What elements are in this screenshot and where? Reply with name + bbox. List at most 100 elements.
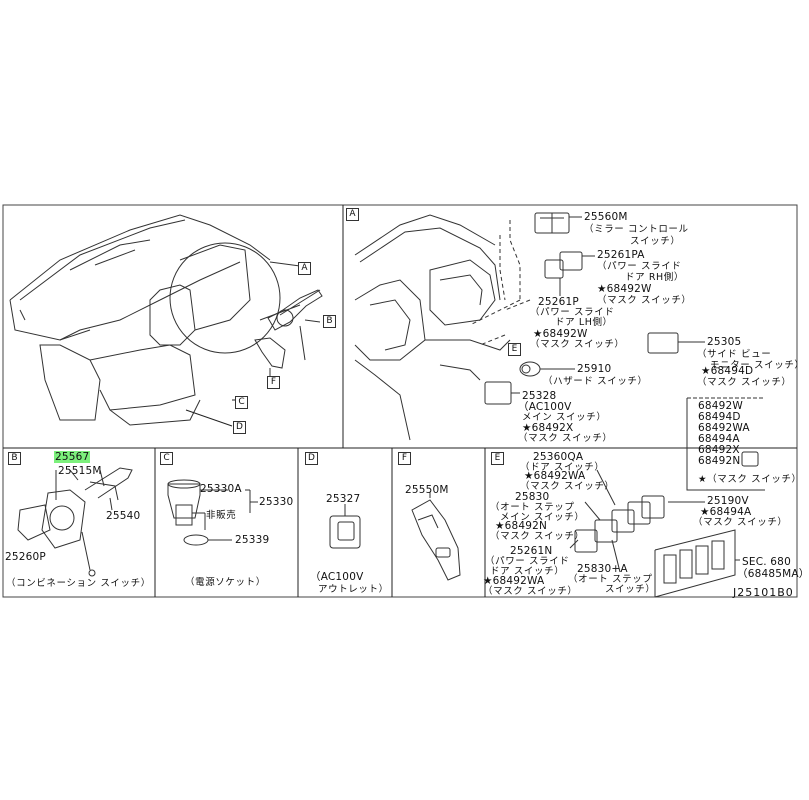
switch-25328	[484, 381, 512, 405]
switch-25560m	[534, 212, 570, 234]
part-caption: （マスク スイッチ）	[693, 517, 788, 528]
part-caption: ドア スイッチ）	[490, 566, 565, 577]
part-caption: （ドア スイッチ）	[520, 462, 605, 473]
part-25830a[interactable]: 25830+A	[577, 563, 628, 575]
part-caption: （マスク スイッチ）	[483, 586, 578, 597]
section-c-caption: （電源ソケット）	[185, 577, 266, 588]
part-caption: ドア RH側）	[625, 272, 684, 283]
part-68494a[interactable]: ★68494A	[700, 506, 752, 518]
list-68492wa[interactable]: 68492WA	[698, 422, 750, 434]
part-25550m[interactable]: 25550M	[405, 484, 449, 496]
part-68492w-b[interactable]: ★68492W	[533, 328, 588, 340]
part-25330[interactable]: 25330	[259, 496, 294, 508]
part-caption: （ハザード スイッチ）	[543, 376, 648, 387]
part-caption: （パワー スライド	[597, 261, 682, 272]
part-25305[interactable]: 25305	[707, 336, 742, 348]
part-caption: スイッチ）	[605, 584, 656, 595]
callout-f[interactable]: F	[267, 376, 280, 389]
section-a-dashboard	[354, 214, 511, 441]
part-caption: （ミラー コントロール	[584, 224, 689, 235]
section-letter-a: A	[346, 208, 359, 221]
part-caption: （パワー スライド	[485, 556, 570, 567]
list-68494d[interactable]: 68494D	[698, 411, 741, 423]
part-25261n[interactable]: 25261N	[510, 545, 553, 557]
drawing-code: J25101B0	[733, 586, 794, 599]
part-caption: （マスク スイッチ）	[520, 481, 615, 492]
part-25360qa[interactable]: 25360QA	[533, 451, 584, 463]
part-caption: ドア LH側）	[555, 317, 613, 328]
part-25339[interactable]: 25339	[235, 534, 270, 546]
not-for-sale: 非販売	[206, 510, 237, 521]
list-68492n[interactable]: 68492N	[698, 455, 741, 467]
part-68485ma[interactable]: （68485MA）	[737, 568, 809, 580]
part-caption: （パワー スライド	[530, 307, 615, 318]
part-caption: （オート ステップ	[490, 502, 575, 513]
switch-list-box	[686, 397, 765, 491]
part-caption: スイッチ）	[630, 236, 681, 247]
switch-25910	[519, 361, 541, 377]
part-25560m[interactable]: 25560M	[584, 211, 628, 223]
part-25260p[interactable]: 25260P	[5, 551, 46, 563]
section-letter-c: C	[160, 452, 173, 465]
switch-panel-f	[411, 492, 461, 581]
part-25540[interactable]: 25540	[106, 510, 141, 522]
part-68492wa-b[interactable]: ★68492WA	[483, 575, 545, 587]
part-25328[interactable]: 25328	[522, 390, 557, 402]
part-caption: （マスク スイッチ）	[530, 339, 625, 350]
diagram-frame	[2, 204, 798, 598]
overview-panel-f	[254, 337, 286, 378]
overview-combination-switch	[267, 289, 323, 361]
section-letter-d: D	[305, 452, 318, 465]
list-68492w[interactable]: 68492W	[698, 400, 743, 412]
section-d-caption-2: アウトレット）	[318, 584, 389, 595]
list-68492x[interactable]: 68492X	[698, 444, 740, 456]
switch-frame-e	[654, 529, 740, 598]
part-caption: （オート ステップ	[568, 574, 653, 585]
callout-b[interactable]: B	[323, 315, 336, 328]
switch-25261p	[544, 259, 564, 279]
power-socket	[167, 479, 258, 546]
part-caption: メイン スイッチ）	[522, 412, 607, 423]
callout-c[interactable]: C	[235, 396, 248, 409]
part-25830[interactable]: 25830	[515, 491, 550, 503]
part-25567[interactable]: 25567	[54, 451, 91, 463]
section-d-caption: （AC100V	[310, 571, 364, 583]
callout-d[interactable]: D	[233, 421, 246, 434]
part-caption: モニター スイッチ）	[710, 360, 805, 371]
switch-cluster-e	[569, 469, 705, 573]
switch-25261pa	[559, 251, 583, 271]
part-caption: （マスク スイッチ）	[490, 531, 585, 542]
part-68492w[interactable]: ★68492W	[597, 283, 652, 295]
part-caption: （マスク スイッチ）	[597, 295, 692, 306]
ac100v-outlet	[329, 504, 361, 549]
part-25190v[interactable]: 25190V	[707, 495, 749, 507]
section-letter-e: E	[491, 452, 504, 465]
callout-e[interactable]: E	[508, 343, 521, 356]
part-68494d[interactable]: ★68494D	[701, 365, 754, 377]
callout-a[interactable]: A	[298, 262, 311, 275]
list-68494a[interactable]: 68494A	[698, 433, 740, 445]
part-25330a[interactable]: 25330A	[200, 483, 242, 495]
part-25327[interactable]: 25327	[326, 493, 361, 505]
part-68492n[interactable]: ★68492N	[495, 520, 548, 532]
section-letter-f: F	[398, 452, 411, 465]
part-68492x[interactable]: ★68492X	[522, 422, 574, 434]
part-caption: （サイド ビュー	[697, 349, 772, 360]
part-25261pa[interactable]: 25261PA	[597, 249, 645, 261]
part-caption: （マスク スイッチ）	[697, 377, 792, 388]
part-caption: （AC100V	[518, 401, 572, 413]
part-caption: メイン スイッチ）	[500, 512, 585, 523]
part-caption: （マスク スイッチ）	[518, 433, 613, 444]
combination-switch-assembly	[17, 467, 133, 577]
part-68492wa[interactable]: ★68492WA	[524, 470, 586, 482]
dashboard-overview	[9, 214, 321, 426]
sec-680-ref[interactable]: SEC. 680	[742, 556, 791, 568]
part-25261p[interactable]: 25261P	[538, 296, 579, 308]
list-caption: ★（マスク スイッチ）	[698, 474, 802, 485]
section-letter-b: B	[8, 452, 21, 465]
part-25515m[interactable]: 25515M	[58, 465, 102, 477]
part-25910[interactable]: 25910	[577, 363, 612, 375]
switch-25305	[647, 332, 679, 354]
section-b-caption: （コンビネーション スイッチ）	[6, 578, 151, 589]
